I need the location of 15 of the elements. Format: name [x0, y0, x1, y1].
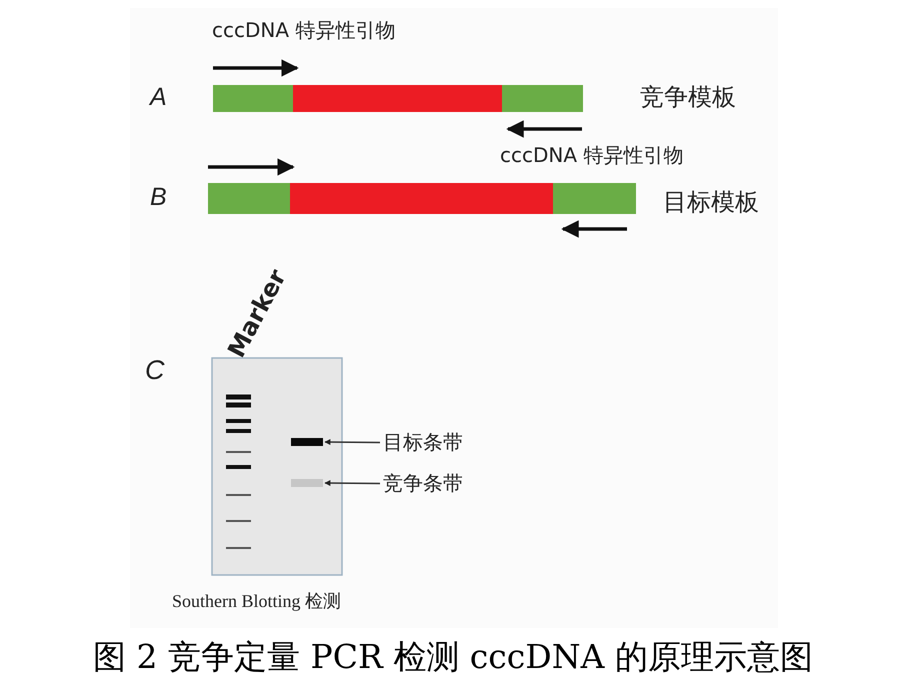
panel-letter: B	[150, 185, 167, 210]
primer-label: cccDNA 特异性引物	[500, 145, 684, 165]
figure-caption: 图 2 竞争定量 PCR 检测 cccDNA 的原理示意图	[92, 640, 814, 673]
panel-letter: A	[150, 85, 167, 110]
leader-line	[324, 439, 380, 446]
gel-band	[291, 479, 323, 487]
panel-letter: C	[145, 357, 164, 384]
leader-line	[324, 480, 380, 486]
primer-label: cccDNA 特异性引物	[212, 20, 396, 40]
template-label: 竞争模板	[640, 85, 736, 109]
band-label: 竞争条带	[383, 473, 463, 493]
template-label: 目标模板	[663, 190, 759, 214]
method-label: Southern Blotting 检测	[172, 592, 342, 610]
gel-band	[291, 438, 323, 446]
band-label: 目标条带	[383, 432, 463, 452]
